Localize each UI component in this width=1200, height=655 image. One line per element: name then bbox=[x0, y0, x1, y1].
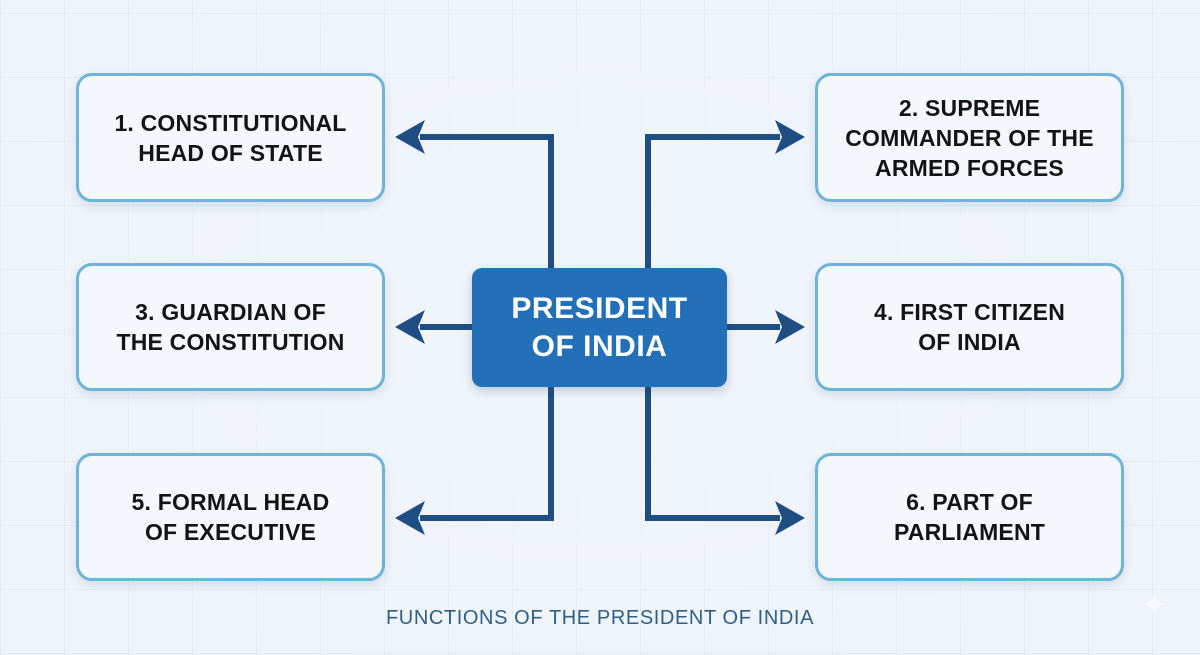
arrowhead-left-icon bbox=[395, 501, 425, 535]
arrow-to-function-2 bbox=[645, 134, 780, 268]
arrow-to-function-1 bbox=[420, 134, 554, 268]
arrowhead-right-icon bbox=[775, 501, 805, 535]
function-label-2: 2. SUPREME COMMANDER OF THE ARMED FORCES bbox=[845, 94, 1094, 181]
function-box-6: 6. PART OF PARLIAMENT bbox=[815, 453, 1124, 581]
function-box-5: 5. FORMAL HEAD OF EXECUTIVE bbox=[76, 453, 385, 581]
function-box-1: 1. CONSTITUTIONAL HEAD OF STATE bbox=[76, 73, 385, 202]
function-box-3: 3. GUARDIAN OF THE CONSTITUTION bbox=[76, 263, 385, 391]
function-label-6: 6. PART OF PARLIAMENT bbox=[893, 489, 1046, 545]
function-label-4: 4. FIRST CITIZEN OF INDIA bbox=[873, 299, 1066, 355]
function-box-2: 2. SUPREME COMMANDER OF THE ARMED FORCES bbox=[815, 73, 1124, 202]
function-box-4: 4. FIRST CITIZEN OF INDIA bbox=[815, 263, 1124, 391]
arrow-to-function-5 bbox=[420, 387, 554, 521]
arrowhead-left-icon bbox=[395, 120, 425, 154]
arrow-to-function-6 bbox=[645, 387, 780, 521]
arrowhead-right-icon bbox=[775, 310, 805, 344]
center-node-label: PRESIDENT OF INDIA bbox=[511, 291, 688, 363]
arrowhead-right-icon bbox=[775, 120, 805, 154]
function-label-1: 1. CONSTITUTIONAL HEAD OF STATE bbox=[114, 109, 347, 166]
function-label-3: 3. GUARDIAN OF THE CONSTITUTION bbox=[116, 299, 345, 355]
diagram-caption: FUNCTIONS OF THE PRESIDENT OF INDIA bbox=[385, 607, 815, 629]
sparkle-icon bbox=[1141, 591, 1167, 617]
function-label-5: 5. FORMAL HEAD OF EXECUTIVE bbox=[131, 489, 330, 545]
center-node-president: PRESIDENT OF INDIA bbox=[472, 268, 727, 387]
arrowhead-left-icon bbox=[395, 310, 425, 344]
